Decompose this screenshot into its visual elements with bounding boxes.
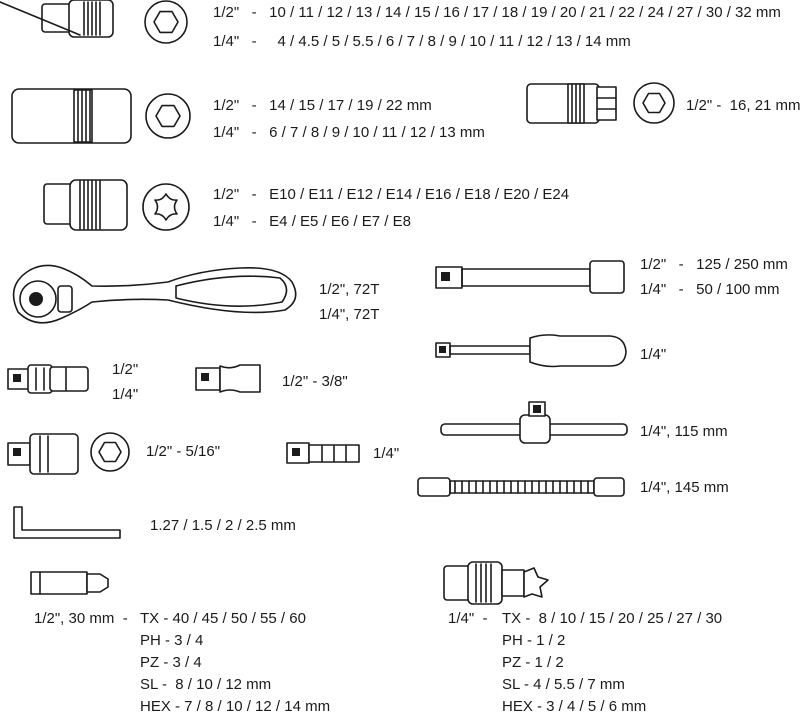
bits-half-inch-item: PZ - 3 / 4 xyxy=(140,654,202,671)
reducer-adapter-label: 1/2" - 5/16" xyxy=(146,443,221,460)
spark-plug-socket-icon xyxy=(526,83,617,124)
deep-socket-sizes-half-inch: 1/2" - 14 / 15 / 17 / 19 / 22 mm xyxy=(213,97,432,114)
deep-socket-icon xyxy=(11,88,132,144)
universal-joint-label-quarter-inch: 1/4" xyxy=(112,386,139,403)
socket-sizes-quarter-inch: 1/4" - 4 / 4.5 / 5 / 5.5 / 6 / 7 / 8 / 9… xyxy=(213,33,631,50)
bits-half-inch-heading: 1/2", 30 mm - xyxy=(34,610,128,627)
universal-joint-label-half-inch: 1/2" xyxy=(112,361,139,378)
spinner-label: 1/4" xyxy=(640,346,667,363)
flexible-extension-icon xyxy=(417,477,625,497)
bits-quarter-inch-heading: 1/4" - xyxy=(448,610,488,627)
torx-socket-icon xyxy=(43,179,128,231)
hex-key-icon xyxy=(13,506,121,539)
deep-socket-sizes-quarter-inch: 1/4" - 6 / 7 / 8 / 9 / 10 / 11 / 12 / 13… xyxy=(213,124,485,141)
bit-holder-label: 1/4" xyxy=(373,445,400,462)
extension-bar-icon xyxy=(435,260,625,294)
bits-half-inch-item: HEX - 7 / 8 / 10 / 12 / 14 mm xyxy=(140,698,331,715)
extension-label-quarter-inch: 1/4" - 50 / 100 mm xyxy=(640,281,780,298)
torx-socket-sizes-half-inch: 1/2" - E10 / E11 / E12 / E14 / E16 / E18… xyxy=(213,186,570,203)
ratchet-icon xyxy=(12,264,297,324)
ratchet-label-quarter-inch: 1/4", 72T xyxy=(319,306,380,323)
bit-holder-icon xyxy=(286,442,360,464)
torx-socket-end-icon xyxy=(142,183,190,231)
bit-icon xyxy=(30,571,109,595)
hex-key-sizes: 1.27 / 1.5 / 2 / 2.5 mm xyxy=(150,517,296,534)
bits-quarter-inch-item: SL - 4 / 5.5 / 7 mm xyxy=(502,676,625,693)
bits-half-inch-item: PH - 3 / 4 xyxy=(140,632,204,649)
bits-half-inch-item: TX - 40 / 45 / 50 / 55 / 60 xyxy=(140,610,306,627)
hex-socket-end-icon xyxy=(145,93,191,139)
reducer-adapter-icon xyxy=(7,433,79,475)
ratchet-label-half-inch: 1/2", 72T xyxy=(319,281,380,298)
bits-quarter-inch-item: PH - 1 / 2 xyxy=(502,632,566,649)
bits-half-inch-item: SL - 8 / 10 / 12 mm xyxy=(140,676,272,693)
extension-label-half-inch: 1/2" - 125 / 250 mm xyxy=(640,256,788,273)
bits-quarter-inch-item: HEX - 3 / 4 / 5 / 6 mm xyxy=(502,698,647,715)
flexible-extension-label: 1/4", 145 mm xyxy=(640,479,729,496)
bits-quarter-inch-item: PZ - 1 / 2 xyxy=(502,654,564,671)
adapter-label: 1/2" - 3/8" xyxy=(282,373,348,390)
t-bar-label: 1/4", 115 mm xyxy=(640,423,728,440)
socket-icon xyxy=(0,0,114,38)
hex-socket-end-icon xyxy=(90,432,130,472)
hex-socket-end-icon xyxy=(633,82,675,124)
spinner-handle-icon xyxy=(435,334,627,368)
bits-quarter-inch-item: TX - 8 / 10 / 15 / 20 / 25 / 27 / 30 xyxy=(502,610,723,627)
spark-plug-socket-sizes: 1/2" - 16, 21 mm xyxy=(686,97,800,114)
adapter-icon xyxy=(195,364,261,393)
universal-joint-icon xyxy=(7,364,89,394)
socket-sizes-half-inch: 1/2" - 10 / 11 / 12 / 13 / 14 / 15 / 16 … xyxy=(213,4,781,21)
torx-socket-sizes-quarter-inch: 1/4" - E4 / E5 / E6 / E7 / E8 xyxy=(213,213,411,230)
t-bar-icon xyxy=(440,401,628,444)
hex-socket-end-icon xyxy=(144,0,188,44)
bit-socket-icon xyxy=(443,561,549,605)
